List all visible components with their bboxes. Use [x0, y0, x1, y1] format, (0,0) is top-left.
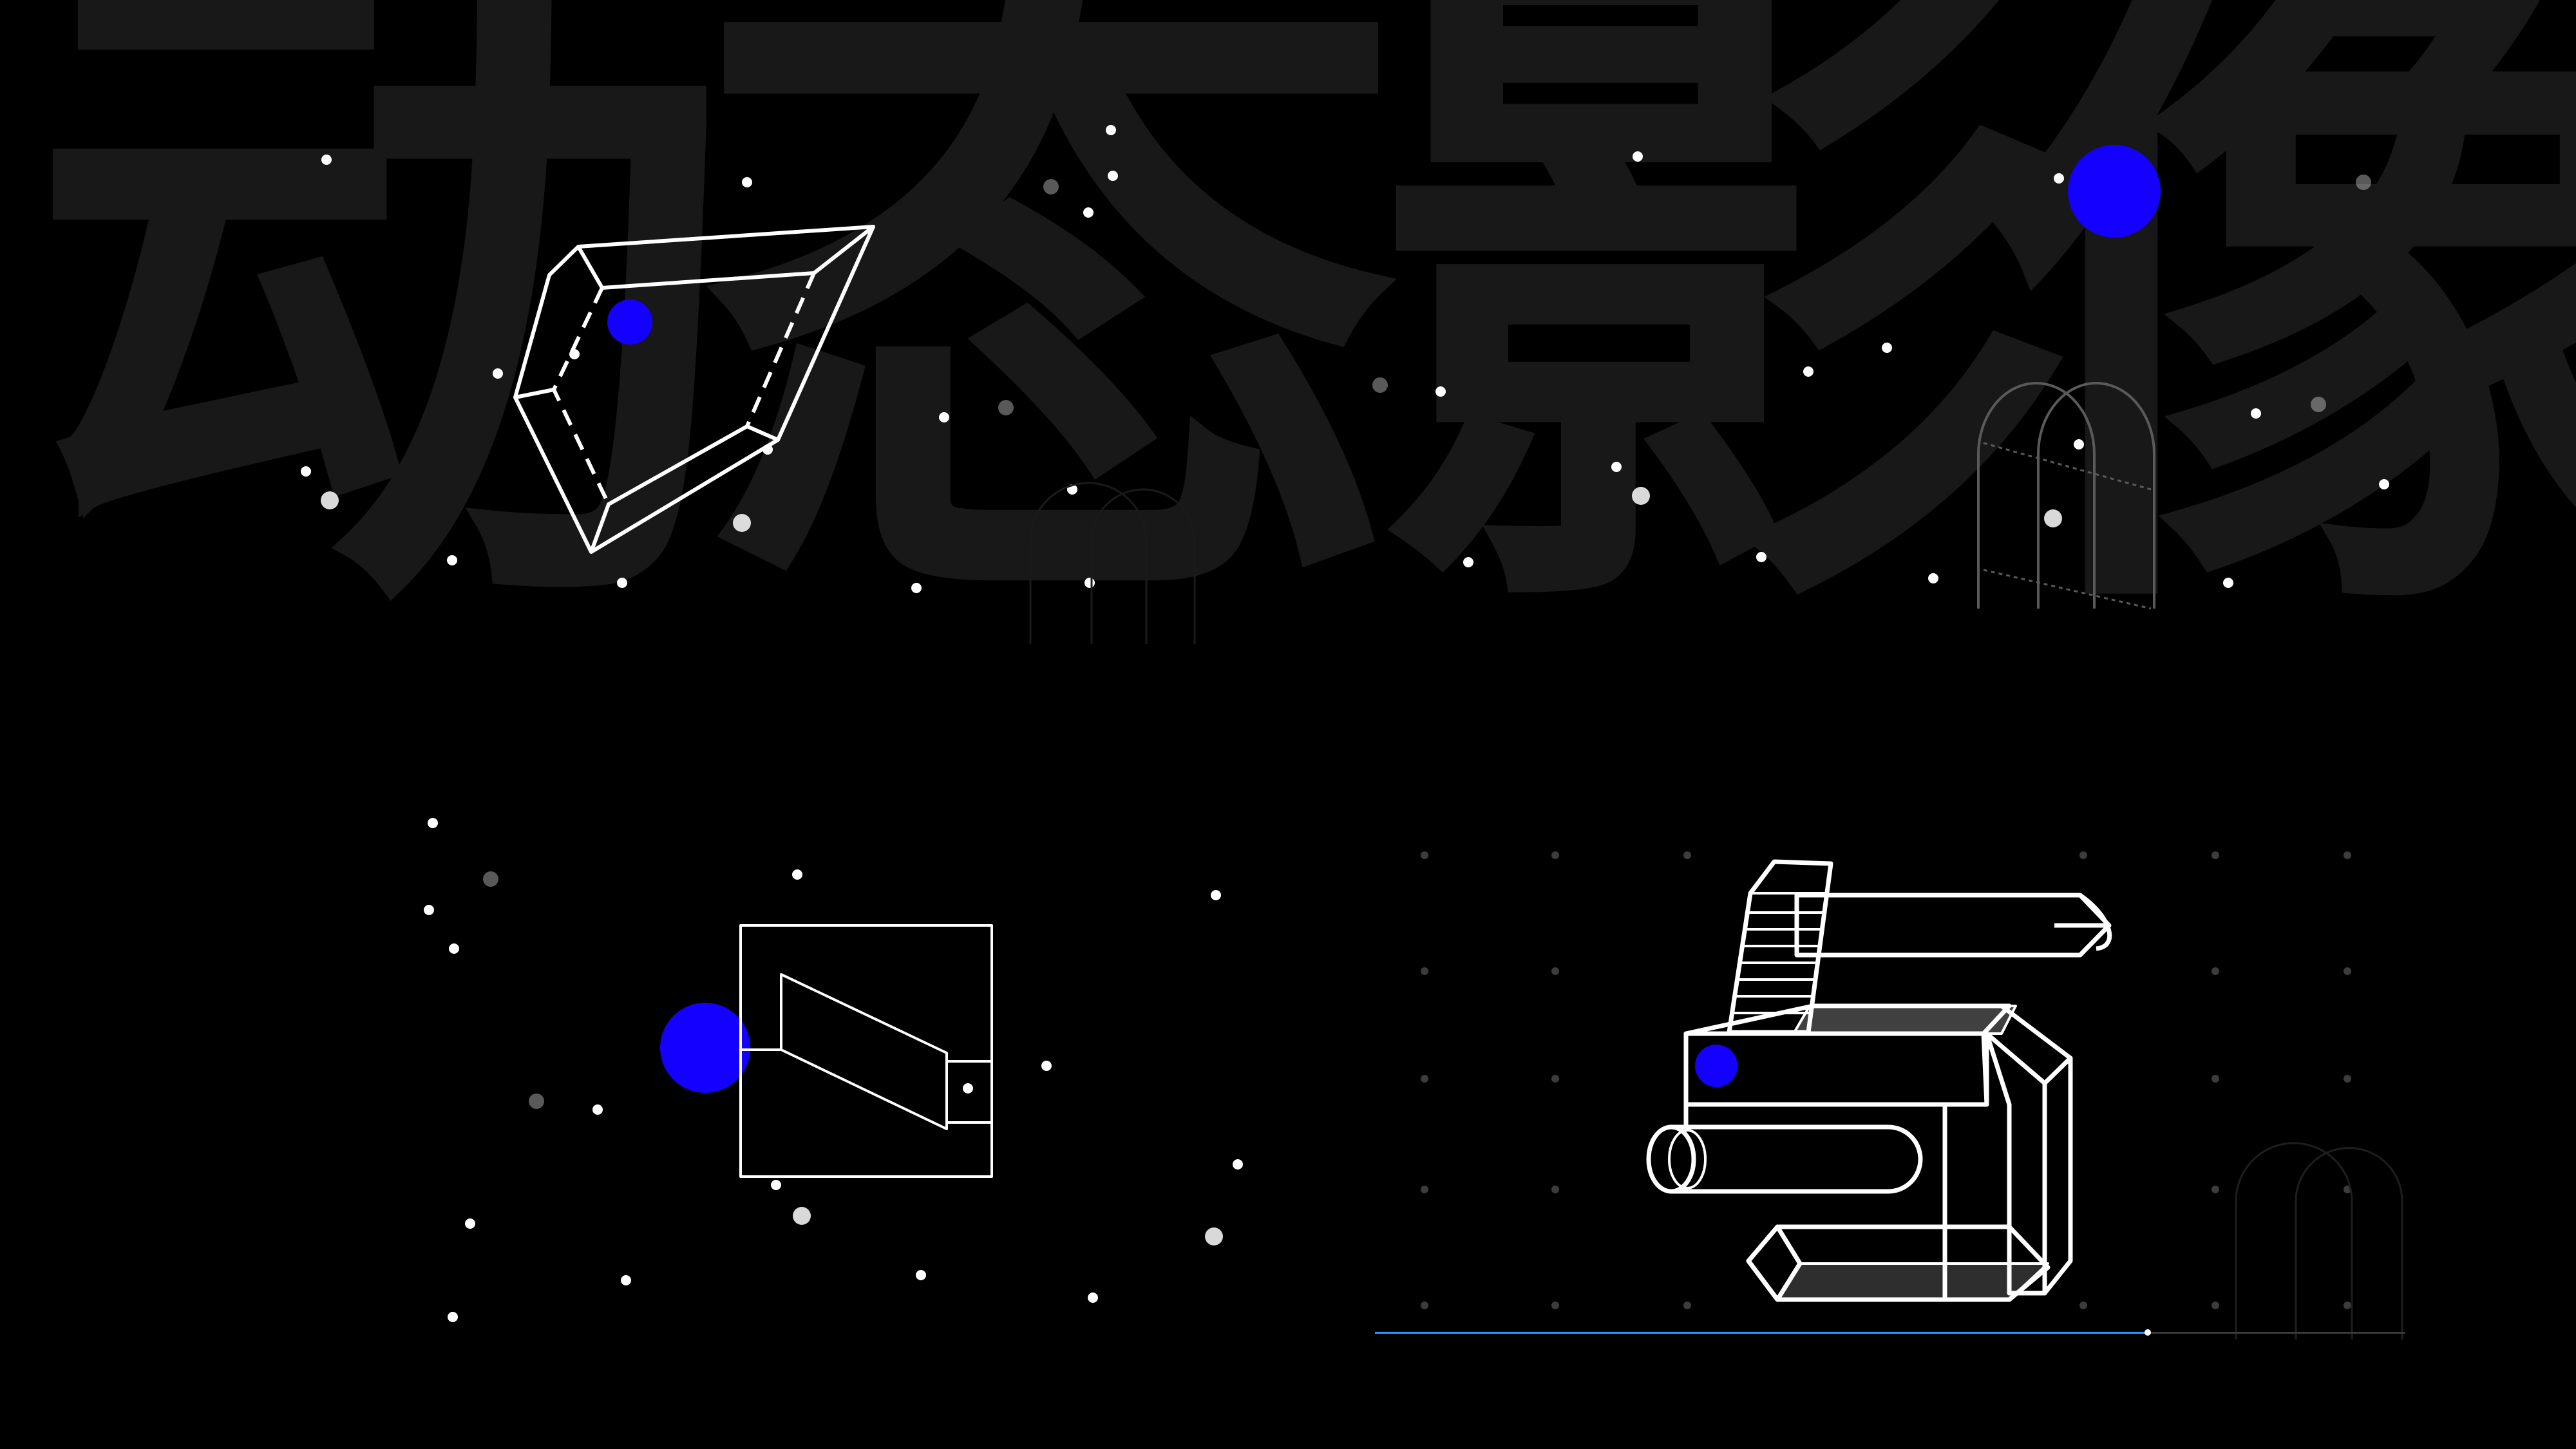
watermark-char-3: 影 — [1365, 0, 2074, 696]
watermark-char-4: 像 — [1984, 0, 2576, 696]
panel-arch-door — [1288, 0, 2576, 644]
star-field — [301, 125, 1118, 593]
accent-dot — [660, 1003, 750, 1093]
square-prism-icon — [739, 924, 993, 1178]
accent-dot — [607, 299, 652, 345]
playback-progress-bar[interactable] — [1375, 1329, 2405, 1336]
faint-arch-outline — [1029, 482, 1196, 644]
accent-dot — [1695, 1045, 1738, 1087]
wireframe-crystal-icon — [513, 225, 875, 554]
panel-crystal — [0, 0, 1288, 644]
accent-dot — [2068, 145, 2161, 238]
faint-arch-outline — [2235, 1142, 2403, 1340]
panel-square-prism — [0, 724, 1288, 1449]
star-field — [1372, 151, 2389, 588]
panel-number-five — [1288, 724, 2576, 1449]
star-field — [424, 818, 1243, 1322]
dot-grid — [1421, 851, 2351, 1309]
arch-doorway-icon — [1977, 382, 2155, 610]
watermark-char-2: 态 — [696, 0, 1404, 696]
isometric-number-five-icon — [1646, 859, 2112, 1302]
playback-progress-knob[interactable] — [2145, 1329, 2151, 1336]
playback-progress-fill — [1375, 1332, 2148, 1334]
